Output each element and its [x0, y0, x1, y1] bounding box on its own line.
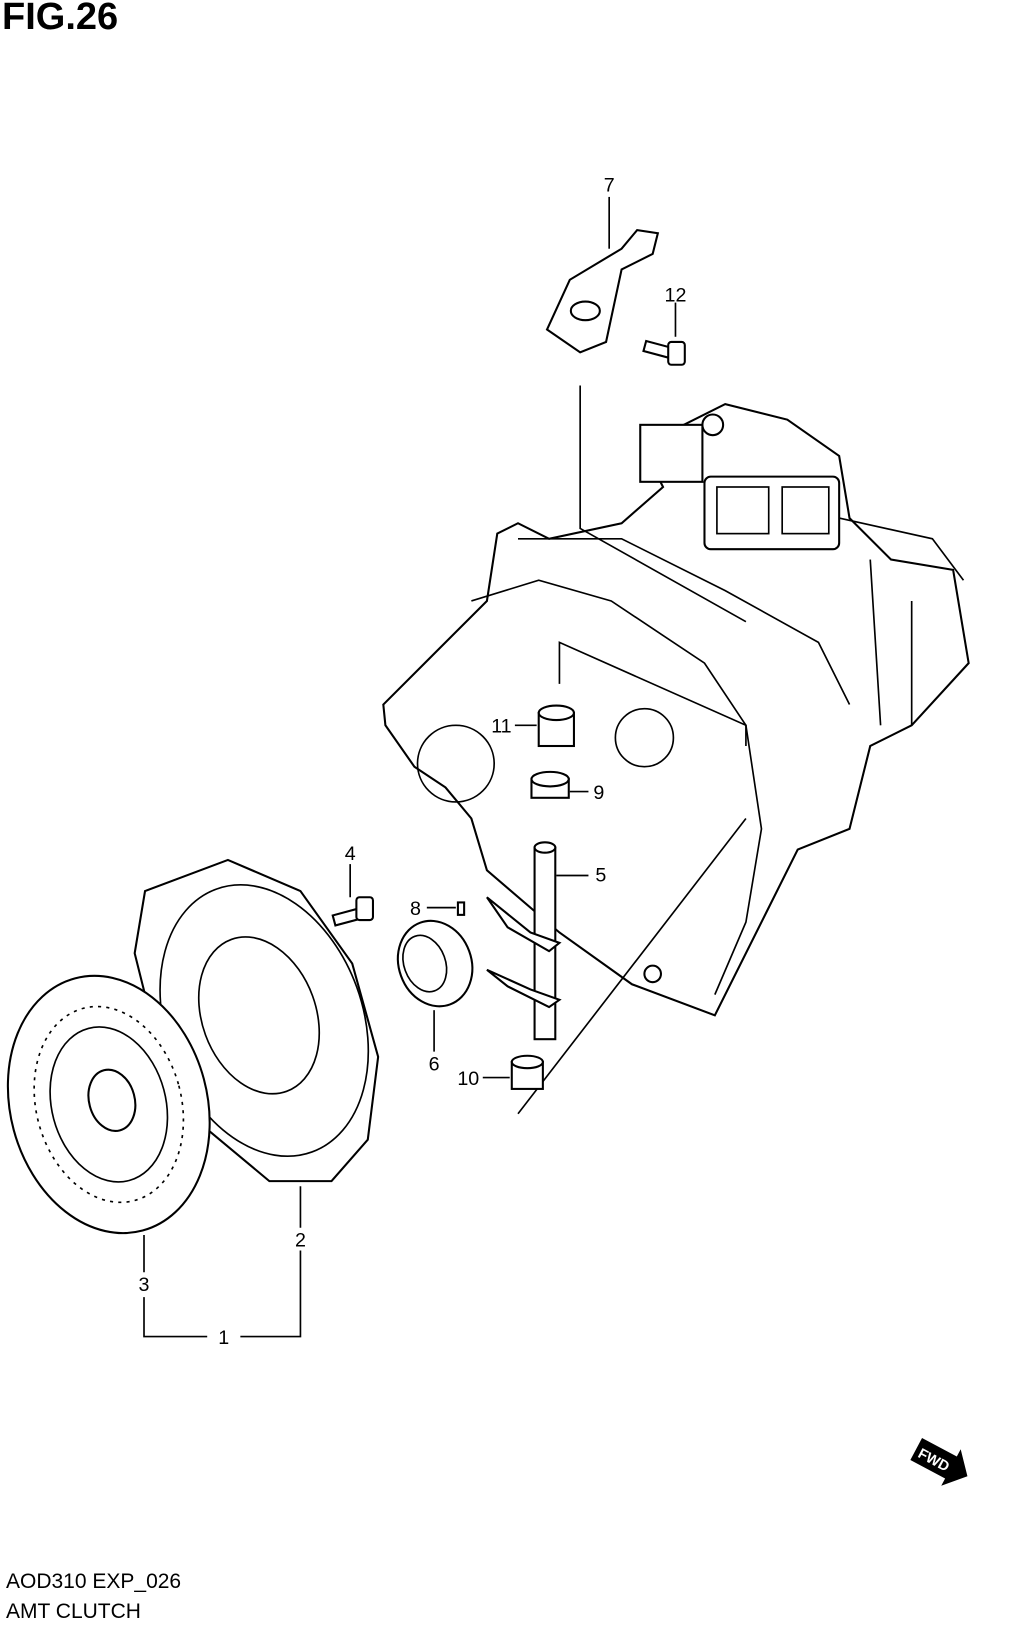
- callout-7: 7: [604, 175, 615, 197]
- callout-10: 10: [457, 1068, 479, 1090]
- part-7-lever: [545, 228, 660, 354]
- callout-4: 4: [345, 843, 356, 865]
- part-9-seal: [530, 770, 570, 799]
- figure-name: AMT CLUTCH: [6, 1600, 141, 1623]
- callout-5: 5: [595, 865, 606, 887]
- part-11-bush: [537, 704, 575, 748]
- part-12-bolt: [642, 339, 686, 366]
- callout-6: 6: [429, 1053, 440, 1075]
- callout-11: 11: [491, 716, 511, 738]
- figure-code: AOD310 EXP_026: [6, 1570, 182, 1593]
- callout-3: 3: [139, 1274, 150, 1296]
- part-5-shaft: [486, 841, 562, 1041]
- callout-2: 2: [295, 1229, 306, 1251]
- callout-1: 1: [218, 1327, 229, 1349]
- leader-lines: [143, 196, 677, 1338]
- part-10-bush: [510, 1054, 544, 1090]
- part-4-bolt: [331, 896, 374, 927]
- callout-9: 9: [593, 782, 604, 804]
- figure-title: FIG.26: [2, 0, 119, 38]
- part-8-pin: [456, 901, 466, 916]
- part-6-release-bearing: [396, 919, 474, 1008]
- callout-12: 12: [665, 285, 687, 307]
- callout-8: 8: [410, 898, 421, 920]
- transmission-housing: [382, 385, 970, 1115]
- forward-direction-icon: FWD: [910, 1438, 968, 1486]
- part-3-clutch-disc: [6, 974, 211, 1235]
